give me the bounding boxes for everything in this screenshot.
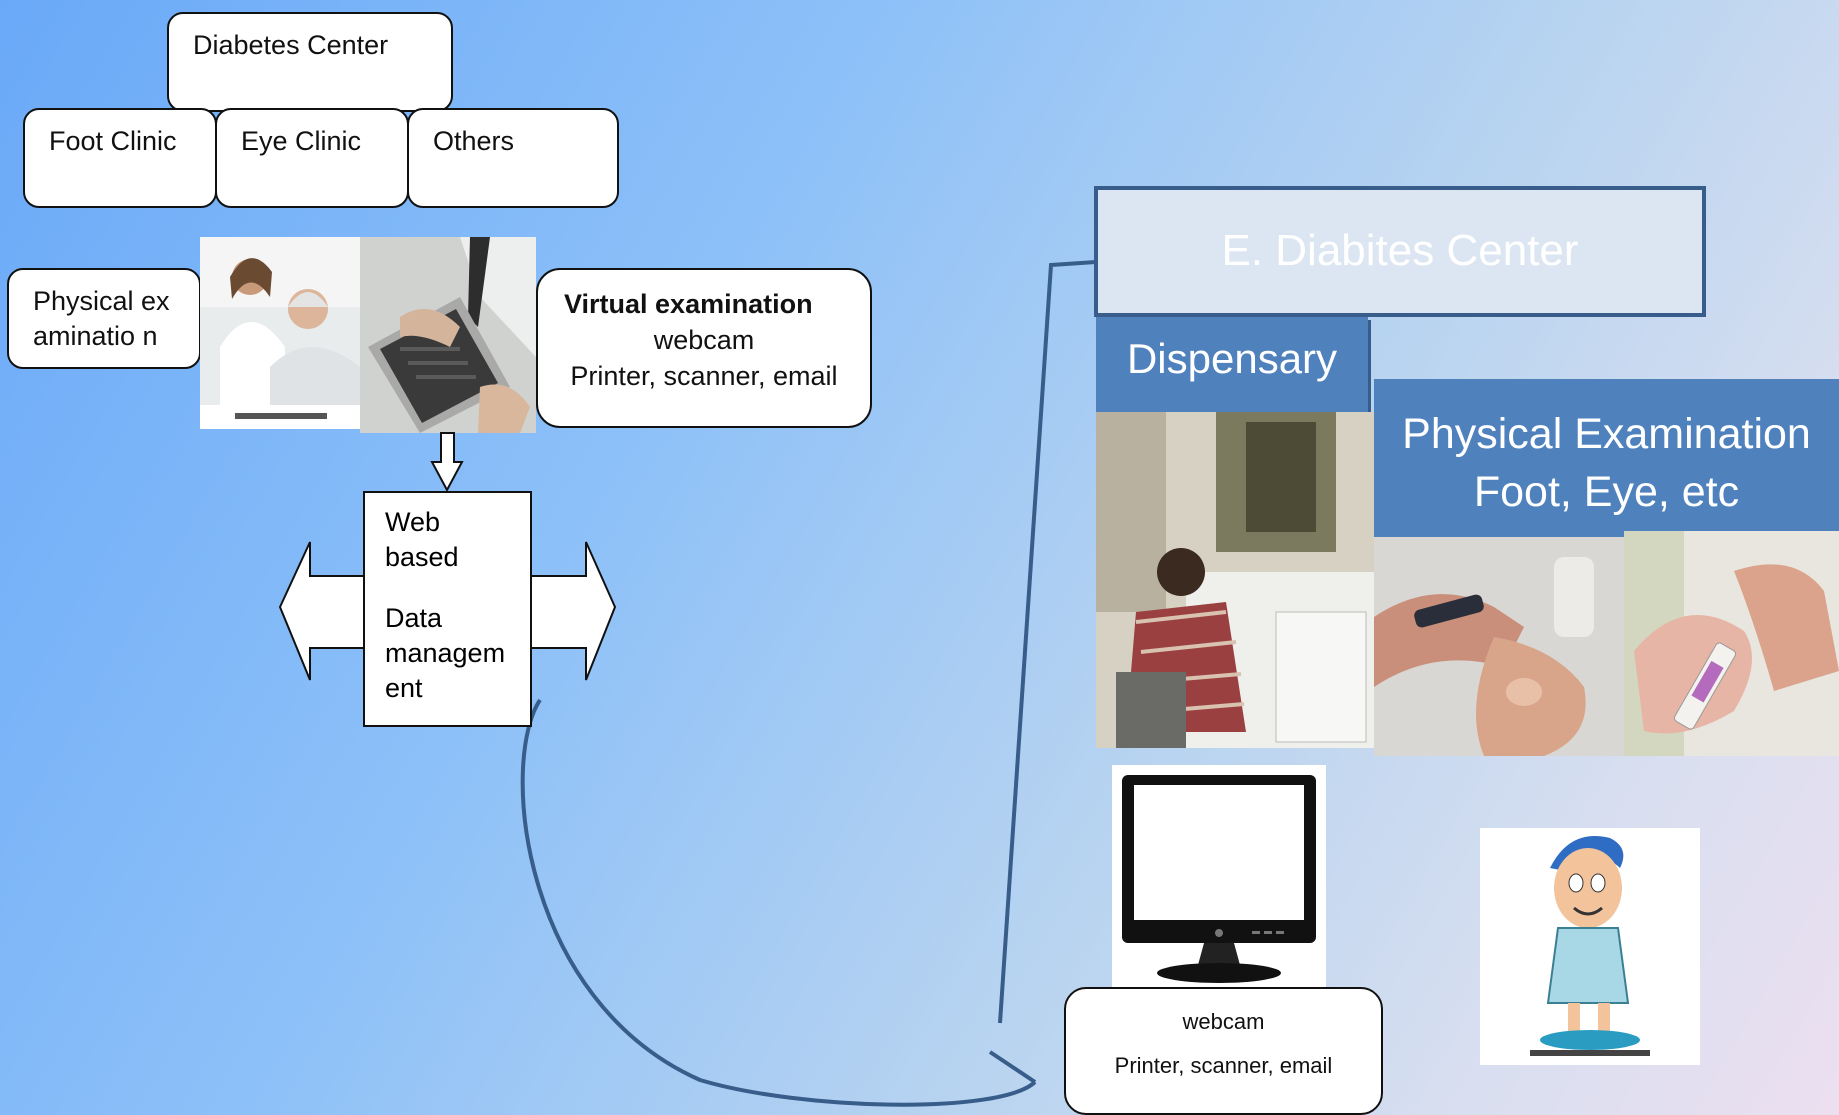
patient-cartoon-image [1480,828,1700,1065]
dispensary-photo [1096,412,1374,748]
dispensary-panel: Dispensary [1096,317,1368,412]
double-arrow-right [529,541,617,681]
others-box: Others [407,108,619,208]
devices-list: Printer, scanner, email [1114,1053,1333,1078]
devices-webcam: webcam [1182,1009,1265,1034]
web-label-2: based [385,542,459,572]
devices-box: webcam Printer, scanner, email [1064,987,1383,1115]
physical-exam-label: Physical examinatio n [33,286,170,352]
eye-clinic-box: Eye Clinic [215,108,409,208]
web-data-box: Web based Data managem ent [363,491,532,727]
laptop-photo [360,237,536,433]
diabetes-center-box: Diabetes Center [167,12,453,112]
dispensary-label: Dispensary [1126,335,1338,382]
diabetes-center-label: Diabetes Center [193,30,389,60]
foot-clinic-label: Foot Clinic [49,126,177,156]
virtual-exam-webcam: webcam [653,325,755,355]
web-label-1: Web [385,507,441,537]
finger-test-photo [1374,537,1624,756]
foot-clinic-box: Foot Clinic [23,108,217,208]
doctor-patient-photo [200,237,362,429]
virtual-exam-box: Virtual examination webcam Printer, scan… [536,268,872,428]
virtual-exam-devices: Printer, scanner, email [570,361,838,391]
physical-exam-subtitle: Foot, Eye, etc [1473,468,1740,516]
foot-test-photo [1624,531,1839,756]
curve-connector [520,698,1037,1107]
e-diabetes-center-title: E. Diabites Center [1221,226,1579,275]
curve-connector-tail [988,1050,1037,1084]
down-arrow [430,432,464,493]
monitor-image [1112,765,1326,990]
physical-exam-title: Physical Examination [1402,410,1811,458]
e-diabetes-center-panel: E. Diabites Center [1094,186,1706,317]
double-arrow [278,541,365,681]
eye-clinic-label: Eye Clinic [241,126,362,156]
others-label: Others [433,126,515,156]
virtual-exam-title: Virtual examination [564,289,813,319]
web-label-4: managem [385,638,506,668]
physical-exam-box: Physical examinatio n [7,268,201,369]
web-label-5: ent [385,673,423,703]
web-label-3: Data [385,603,443,633]
bracket-connector [998,260,1097,1024]
physical-exam-panel: Physical Examination Foot, Eye, etc [1374,379,1839,537]
